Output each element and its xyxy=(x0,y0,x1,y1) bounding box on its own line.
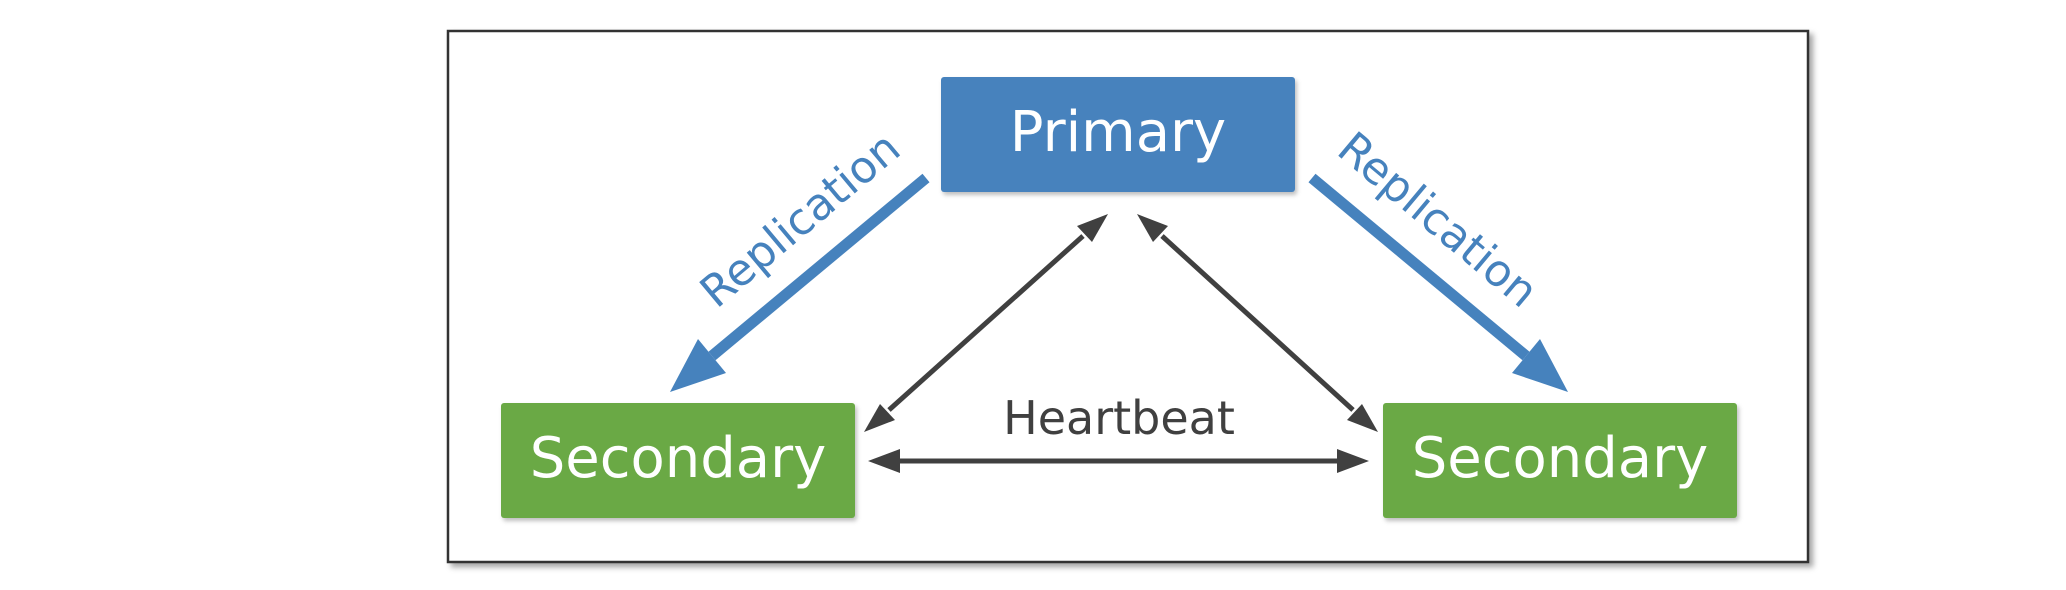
heartbeat-right-shaft xyxy=(1160,234,1355,412)
secondary-right-box xyxy=(1383,403,1737,518)
heartbeat-label: Heartbeat xyxy=(1003,391,1235,445)
secondary-left-box xyxy=(501,403,855,518)
heartbeat-left-shaft xyxy=(887,234,1085,412)
primary-node: Primary xyxy=(941,77,1295,192)
secondary-right-node: Secondary xyxy=(1383,403,1737,518)
primary-label: Primary xyxy=(1010,100,1226,165)
heartbeat-horizontal-head-right xyxy=(1337,449,1369,473)
replication-right-arrowhead xyxy=(1512,339,1568,392)
heartbeat-right-head-top xyxy=(1137,214,1168,242)
replication-right-shaft xyxy=(1308,173,1530,361)
heartbeat-right-arrow xyxy=(1137,214,1378,432)
heartbeat-horizontal-arrow: Heartbeat xyxy=(868,391,1369,473)
heartbeat-left-head-bottom xyxy=(864,404,895,432)
primary-box xyxy=(941,77,1295,192)
heartbeat-left-head-top xyxy=(1077,214,1108,242)
secondary-right-label: Secondary xyxy=(1412,426,1709,491)
secondary-left-label: Secondary xyxy=(530,426,827,491)
replication-left-arrowhead xyxy=(670,339,726,392)
replication-left-shaft xyxy=(708,173,930,361)
secondary-left-node: Secondary xyxy=(501,403,855,518)
heartbeat-horizontal-head-left xyxy=(868,449,900,473)
heartbeat-left-arrow xyxy=(864,214,1108,432)
heartbeat-right-head-bottom xyxy=(1347,404,1378,432)
